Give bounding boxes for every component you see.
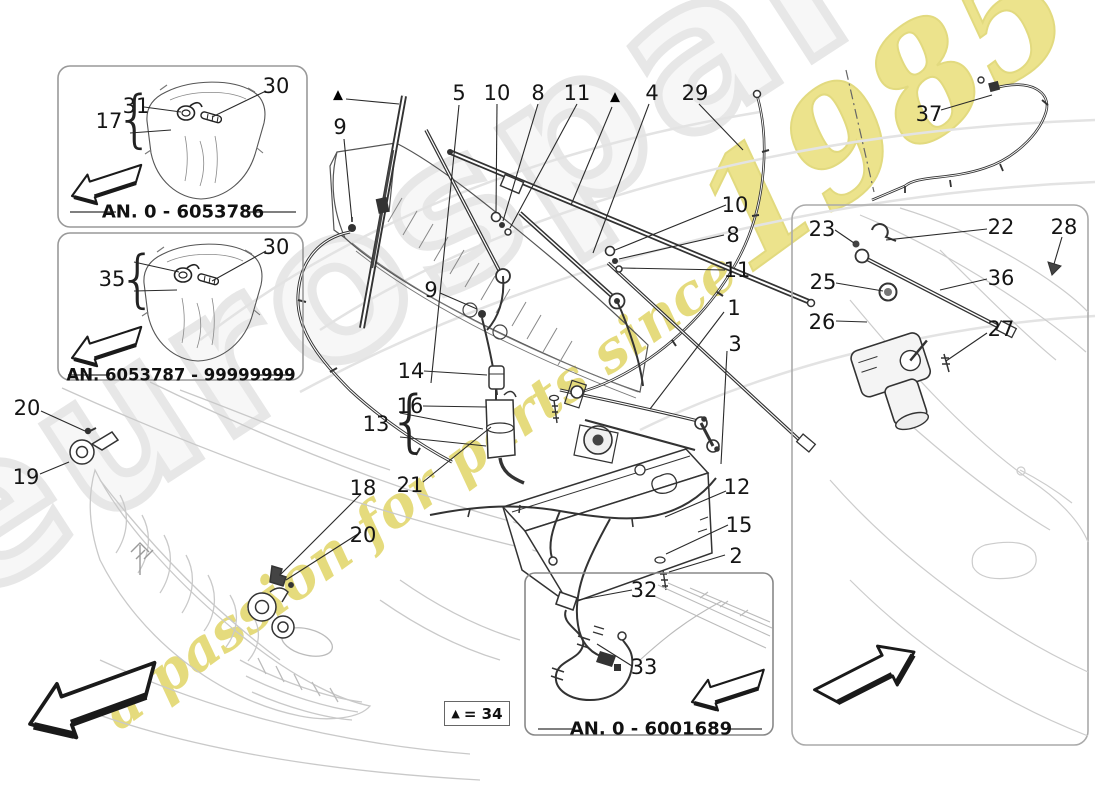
washer-reservoir: [501, 448, 713, 605]
horn-parts: [69, 427, 295, 639]
callout-11-mid: 11: [723, 258, 751, 282]
brace-13: {: [388, 382, 432, 461]
callout-28: 28: [1050, 215, 1078, 239]
callout-11-top: 11: [563, 81, 591, 105]
callout-18: 18: [349, 476, 377, 500]
callout-30-mid: 30: [262, 235, 290, 259]
callout-35: 35: [98, 267, 126, 291]
inset-box-bottom: [524, 572, 774, 736]
callout-8-top: 8: [531, 81, 545, 105]
callout-8-mid: 8: [726, 223, 740, 247]
wiper-blade-right: [447, 149, 817, 453]
callout-9-mid: 9: [424, 278, 438, 302]
callout-20-mid: 20: [349, 523, 377, 547]
wiper-blade-left: [359, 95, 511, 331]
inset-box-top: [57, 65, 308, 228]
rear-panel: [791, 69, 1089, 746]
caption-an-bottom: AN. 0 - 6001689: [569, 718, 733, 740]
brace-35: {: [118, 242, 158, 315]
callout-17: 17: [95, 109, 123, 133]
callout-21: 21: [396, 473, 424, 497]
callout-33: 33: [630, 655, 658, 679]
callout-4: 4: [645, 81, 659, 105]
legend-text: = 34: [463, 704, 503, 723]
callout-32: 32: [630, 578, 658, 602]
leader-lines: [39, 98, 744, 581]
callout-30-top: 30: [262, 74, 290, 98]
callout-27: 27: [987, 317, 1015, 341]
callout-19: 19: [12, 465, 40, 489]
callout-20-left: 20: [13, 396, 41, 420]
legend-triangle-34: ▲ = 34: [444, 701, 510, 726]
callout-13: 13: [362, 412, 390, 436]
callout-22: 22: [987, 215, 1015, 239]
brace-17: {: [115, 82, 155, 155]
inset-box-middle: [57, 232, 304, 381]
legend-triangle-icon: ▲: [451, 707, 460, 720]
wiper-linkage: [559, 379, 720, 464]
washer-pump: [485, 365, 560, 485]
main-harness: [429, 477, 717, 667]
callout-16: 16: [396, 394, 424, 418]
callout-37: 37: [915, 102, 943, 126]
callout-3: 3: [728, 332, 742, 356]
washer-hoses: [296, 89, 770, 464]
callout-10-mid: 10: [721, 193, 749, 217]
callout-1: 1: [727, 296, 741, 320]
callout-36: 36: [987, 266, 1015, 290]
triangle-marker-1: ▲: [333, 87, 343, 103]
callout-31: 31: [122, 94, 150, 118]
callout-25: 25: [809, 270, 837, 294]
callout-5: 5: [452, 81, 466, 105]
callout-10-top: 10: [483, 81, 511, 105]
callout-14: 14: [397, 359, 425, 383]
callout-2: 2: [729, 544, 743, 568]
callout-12: 12: [723, 475, 751, 499]
caption-an-middle: AN. 6053787 - 99999999: [66, 365, 296, 385]
callout-26: 26: [808, 310, 836, 334]
callout-29: 29: [681, 81, 709, 105]
caption-an-top: AN. 0 - 6053786: [101, 201, 265, 223]
callout-15: 15: [725, 513, 753, 537]
callout-9-top: 9: [333, 115, 347, 139]
callout-23: 23: [808, 217, 836, 241]
rear-hose-37: [871, 76, 1049, 202]
direction-arrow-front: [20, 650, 169, 751]
triangle-marker-2: ▲: [610, 89, 620, 105]
